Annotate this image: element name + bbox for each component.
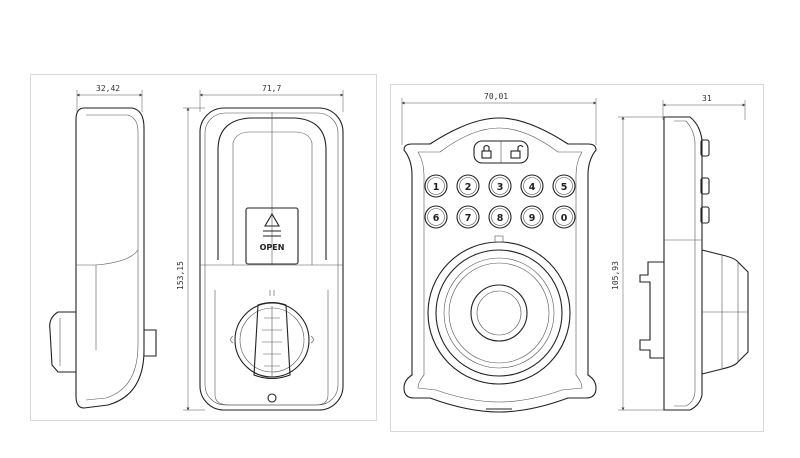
open-label: OPEN bbox=[260, 243, 285, 252]
interior-views-panel bbox=[30, 74, 377, 421]
svg-text:3: 3 bbox=[497, 182, 504, 193]
key-button[interactable]: 1 bbox=[424, 174, 448, 198]
svg-text:8: 8 bbox=[497, 213, 504, 224]
svg-text:2: 2 bbox=[465, 182, 472, 193]
svg-text:9: 9 bbox=[529, 213, 536, 224]
lock-closed-icon bbox=[481, 144, 492, 159]
interior-front-view: 71,7 153,15 OPEN bbox=[176, 84, 344, 411]
key-button[interactable]: 6 bbox=[424, 205, 448, 229]
dim-side-right-depth: 31 bbox=[702, 94, 712, 103]
dim-front-exterior-height: 105,93 bbox=[611, 261, 620, 290]
interior-side-view: 32,42 bbox=[49, 84, 157, 409]
key-button[interactable]: 3 bbox=[488, 174, 512, 198]
svg-text:0: 0 bbox=[561, 213, 568, 224]
eject-triangle-icon bbox=[264, 212, 280, 227]
key-button[interactable]: 9 bbox=[520, 205, 544, 229]
key-button[interactable]: 2 bbox=[456, 174, 480, 198]
key-button[interactable]: 8 bbox=[488, 205, 512, 229]
svg-text:1: 1 bbox=[433, 182, 440, 193]
dim-side-left-width: 32,42 bbox=[96, 84, 120, 93]
exterior-side-view: 31 105,93 bbox=[611, 94, 749, 411]
key-button[interactable]: 5 bbox=[552, 174, 576, 198]
exterior-front-view: 70,01 1 2 3 4 5 6 7 8 9 0 bbox=[401, 92, 597, 413]
dim-front-interior-height: 153,15 bbox=[176, 261, 185, 290]
svg-text:4: 4 bbox=[529, 182, 536, 193]
svg-text:6: 6 bbox=[433, 213, 440, 224]
key-button[interactable]: 7 bbox=[456, 205, 480, 229]
keypad: 1 2 3 4 5 6 7 8 9 0 bbox=[424, 174, 576, 229]
lock-open-icon bbox=[510, 144, 524, 159]
dim-front-exterior-width: 70,01 bbox=[484, 92, 508, 101]
dim-front-interior-width: 71,7 bbox=[262, 84, 281, 93]
keyed-knob[interactable] bbox=[427, 235, 571, 385]
svg-text:7: 7 bbox=[465, 213, 472, 224]
thumbturn-knob[interactable] bbox=[253, 301, 291, 380]
svg-text:5: 5 bbox=[561, 182, 568, 193]
key-button[interactable]: 4 bbox=[520, 174, 544, 198]
key-button[interactable]: 0 bbox=[552, 205, 576, 229]
